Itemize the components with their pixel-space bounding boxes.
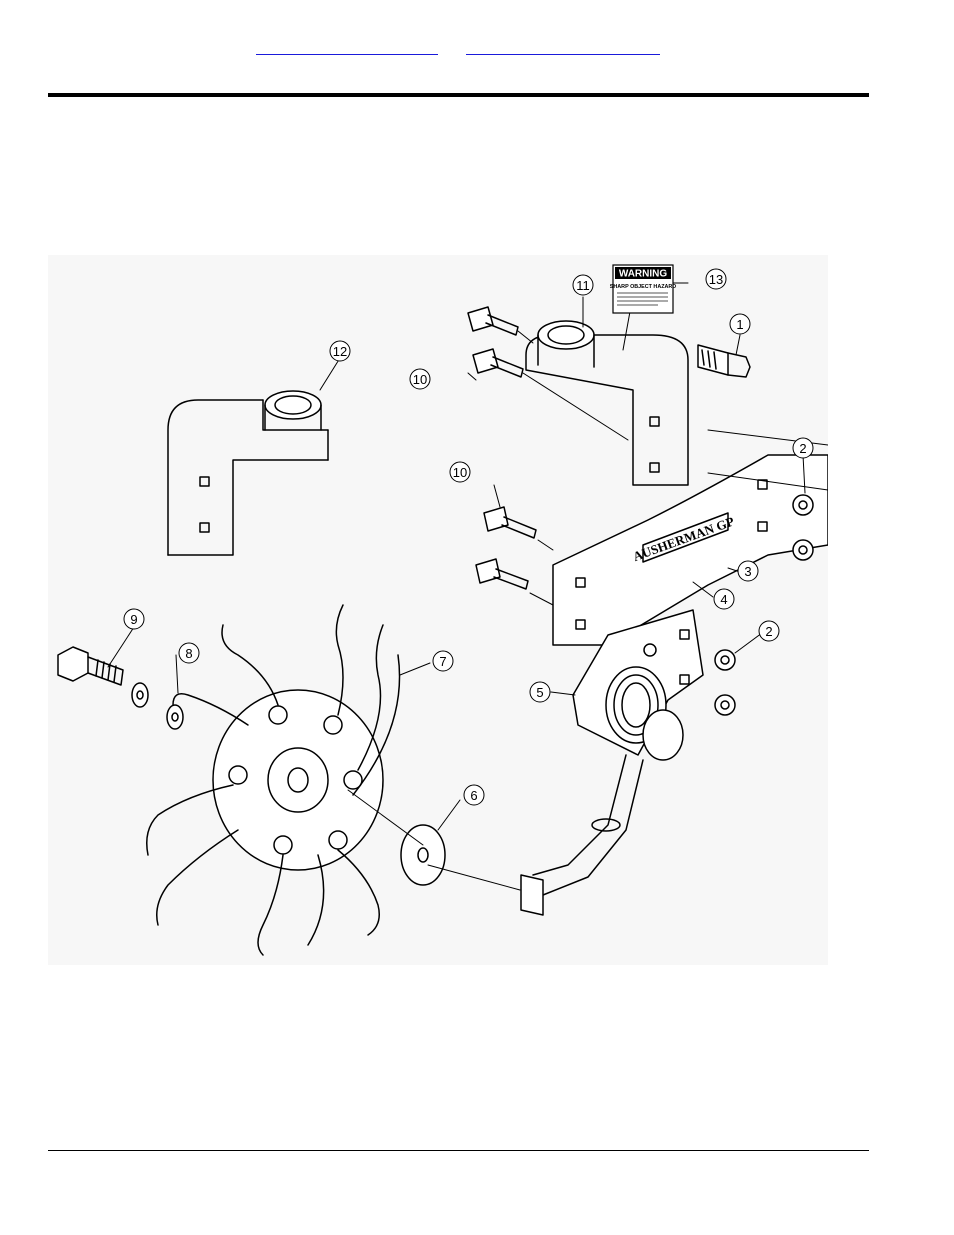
callout-8: 8	[178, 642, 200, 664]
callout-5-number: 5	[536, 685, 543, 700]
warning-decal: WARNING SHARP OBJECT HAZARD	[610, 264, 676, 314]
header-link-1[interactable]	[256, 40, 438, 55]
callout-4-number: 4	[720, 592, 727, 607]
callout-13-number: 13	[709, 272, 723, 287]
tine-wheel	[146, 604, 424, 956]
callout-10b: 10	[449, 461, 471, 483]
callout-2a-number: 2	[799, 441, 806, 456]
spring-assembly	[572, 609, 704, 761]
callout-2b: 2	[758, 620, 780, 642]
flange-nuts	[714, 494, 814, 716]
leader-lines	[107, 282, 806, 831]
carriage-bolts-lower	[475, 506, 554, 606]
callout-11-number: 11	[576, 278, 590, 293]
callout-10b-number: 10	[453, 465, 467, 480]
warning-decal-subtitle: SHARP OBJECT HAZARD	[610, 284, 676, 290]
parts-diagram: WARNING SHARP OBJECT HAZARD AUSHERMAN GP…	[48, 255, 828, 965]
callout-6: 6	[463, 784, 485, 806]
callout-7: 7	[432, 650, 454, 672]
hex-bolt	[57, 646, 124, 686]
callout-6-number: 6	[470, 788, 477, 803]
callout-7-number: 7	[439, 654, 446, 669]
lock-washers	[131, 682, 184, 730]
callout-10a-number: 10	[413, 372, 427, 387]
carriage-bolts-upper	[467, 306, 629, 441]
callout-8-number: 8	[185, 646, 192, 661]
brand-decal-shape	[642, 512, 729, 563]
header-link-2[interactable]	[466, 40, 660, 55]
callout-balloons: 1 2 2 3 4 5 6 7 8 9 10 10 11 12 13	[123, 268, 814, 806]
callout-13: 13	[705, 268, 727, 290]
callout-2b-number: 2	[765, 624, 772, 639]
footer-rule	[48, 1150, 869, 1151]
header-rule	[48, 93, 869, 97]
callout-12-number: 12	[333, 344, 347, 359]
spring-arm	[520, 754, 644, 916]
callout-3-number: 3	[744, 564, 751, 579]
callout-4: 4	[713, 588, 735, 610]
callout-5: 5	[529, 681, 551, 703]
set-screw	[697, 344, 751, 378]
callout-3: 3	[737, 560, 759, 582]
callout-9: 9	[123, 608, 145, 630]
callout-2a: 2	[792, 437, 814, 459]
exploded-view-drawing: WARNING SHARP OBJECT HAZARD AUSHERMAN GP…	[57, 264, 828, 956]
mount-bracket-left	[167, 390, 329, 556]
callout-10a: 10	[409, 368, 431, 390]
callout-11: 11	[572, 274, 594, 296]
callout-9-number: 9	[130, 612, 137, 627]
callout-1-number: 1	[736, 317, 743, 332]
washer-large	[400, 824, 521, 891]
warning-decal-title: WARNING	[619, 269, 668, 280]
callout-12: 12	[329, 340, 351, 362]
mount-bracket-right	[525, 320, 689, 486]
callout-1: 1	[729, 313, 751, 335]
